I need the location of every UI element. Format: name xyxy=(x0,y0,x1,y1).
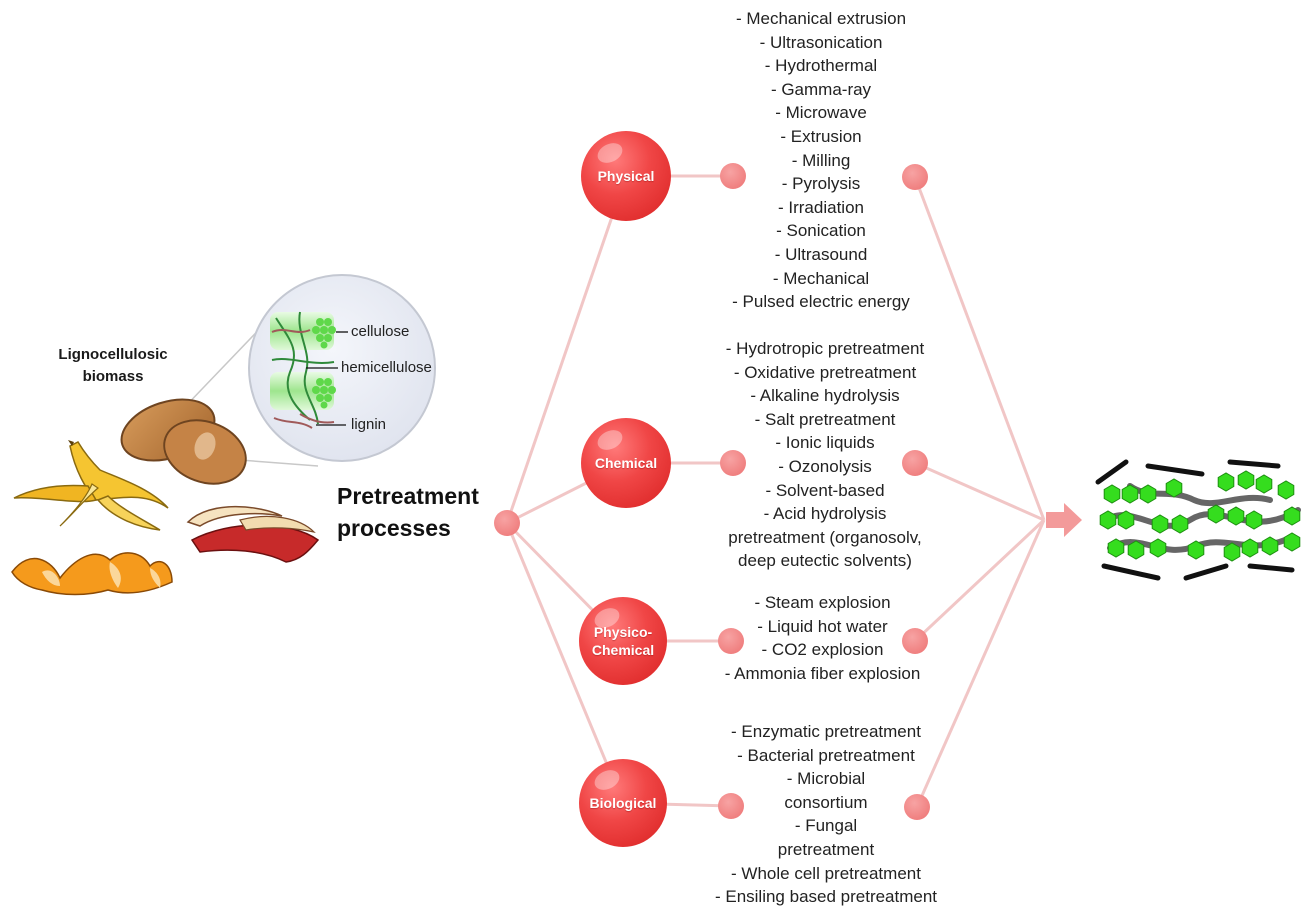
cellulose-hexagon xyxy=(1277,480,1295,500)
method-item: deep eutectic solvents) xyxy=(738,551,912,571)
cellulose-hexagon xyxy=(1121,484,1139,504)
category-nodes xyxy=(579,131,671,847)
cellulose-hexagon xyxy=(1217,472,1235,492)
cellulose-hexagon xyxy=(1107,538,1125,558)
method-item: - Whole cell pretreatment xyxy=(731,863,921,883)
method-item: consortium xyxy=(784,792,868,812)
method-item: - Ultrasonication xyxy=(759,32,883,52)
cellulose-hexagon xyxy=(1127,540,1145,560)
method-item: - Bacterial pretreatment xyxy=(737,745,915,765)
method-item: pretreatment (organosolv, xyxy=(728,527,922,547)
method-item: - Ionic liquids xyxy=(775,433,875,453)
method-item: - Mechanical extrusion xyxy=(735,9,907,28)
cellulose-hexagon xyxy=(1283,532,1301,552)
cellulose-hexagon xyxy=(1241,538,1259,558)
method-item: - Oxidative pretreatment xyxy=(733,362,917,382)
method-item: - Ultrasound xyxy=(774,244,868,264)
method-item: - CO2 explosion xyxy=(761,640,884,660)
cellulose-hexagon xyxy=(1151,514,1169,534)
method-item: - Liquid hot water xyxy=(757,616,888,636)
orange-peel-image xyxy=(11,552,173,596)
cellulose-hexagon xyxy=(1099,510,1117,530)
output-arrow-icon xyxy=(1046,503,1082,537)
biological-methods-list: - Enzymatic pretreatment - Bacterial pret… xyxy=(695,720,957,908)
cellulose-hexagon xyxy=(1103,484,1121,504)
label-biological: Biological xyxy=(589,795,657,811)
cellulose-hexagon xyxy=(1117,510,1135,530)
method-item: - Extrusion xyxy=(780,126,862,146)
method-item: - Microwave xyxy=(775,103,867,123)
node-chemical xyxy=(581,418,671,508)
method-item: - Sonication xyxy=(776,221,866,241)
method-item: - Acid hydrolysis xyxy=(763,504,887,524)
biomass-illustration xyxy=(11,274,436,596)
chemical-methods-list: - Hydrotropic pretreatment - Oxidative pr… xyxy=(700,337,950,573)
label-physical: Physical xyxy=(597,168,655,184)
cellulose-label: cellulose xyxy=(351,323,410,340)
method-item: - Solvent-based xyxy=(765,480,885,500)
nut-shells-image xyxy=(120,398,247,485)
lignin-label: lignin xyxy=(351,416,387,433)
cellulose-hexagon xyxy=(1255,474,1273,494)
cellulose-hexagon xyxy=(1227,506,1245,526)
cellulose-hexagon xyxy=(1207,504,1225,524)
node-biological xyxy=(579,759,667,847)
method-item: - Fungal xyxy=(794,816,858,836)
cellulose-hexagon xyxy=(1245,510,1263,530)
method-item: - Enzymatic pretreatment xyxy=(731,722,921,741)
node-physico-chemical xyxy=(579,597,667,685)
method-item: - Ammonia fiber explosion xyxy=(724,663,921,683)
method-item: - Microbial xyxy=(786,769,866,789)
cellulose-hexagon xyxy=(1283,506,1301,526)
cellulose-hexagon xyxy=(1165,478,1183,498)
method-item: - Alkaline hydrolysis xyxy=(750,386,900,406)
cellulose-hexagon xyxy=(1261,536,1279,556)
cellulose-hexagon xyxy=(1139,484,1157,504)
label-chemical: Chemical xyxy=(594,455,658,471)
banana-peel-image xyxy=(13,440,169,531)
method-item: - Steam explosion xyxy=(754,593,891,612)
diagram-title: Pretreatment processes xyxy=(337,483,479,541)
physical-methods-list: - Mechanical extrusion - Ultrasonication -… xyxy=(700,7,942,314)
method-item: - Ozonolysis xyxy=(778,456,872,476)
cell-wall-zoom xyxy=(248,274,436,462)
hub-node xyxy=(494,510,520,536)
cellulose-hexagon xyxy=(1171,514,1189,534)
list-bracket-nodes xyxy=(718,163,930,820)
method-item: - Milling xyxy=(791,150,851,170)
apple-peel-image xyxy=(186,505,320,563)
method-item: - Hydrotropic pretreatment xyxy=(725,339,925,358)
method-item: - Mechanical xyxy=(772,268,870,288)
cellulose-hexagon xyxy=(1149,538,1167,558)
biomass-label: Lignocellulosic biomass xyxy=(58,346,168,385)
node-physical xyxy=(581,131,671,221)
method-item: - Irradiation xyxy=(778,197,864,217)
cellulose-hexagon xyxy=(1223,542,1241,562)
method-item: - Salt pretreatment xyxy=(754,409,896,429)
method-item: - Ensiling based pretreatment xyxy=(714,887,938,907)
label-physico-chemical: Physico- Chemical xyxy=(591,624,655,658)
pretreated-biomass-image xyxy=(1095,459,1301,581)
method-item: - Hydrothermal xyxy=(764,56,878,76)
method-item: - Gamma-ray xyxy=(770,79,872,99)
cellulose-hexagon xyxy=(1237,470,1255,490)
physico-chemical-methods-list: - Steam explosion - Liquid hot water - CO2… xyxy=(700,591,945,685)
method-item: - Pyrolysis xyxy=(781,174,861,194)
method-item: pretreatment xyxy=(777,839,875,859)
connector-lines xyxy=(505,174,1046,808)
cellulose-hexagon xyxy=(1187,540,1205,560)
hemicellulose-label: hemicellulose xyxy=(341,359,432,376)
method-item: - Pulsed electric energy xyxy=(732,292,910,312)
